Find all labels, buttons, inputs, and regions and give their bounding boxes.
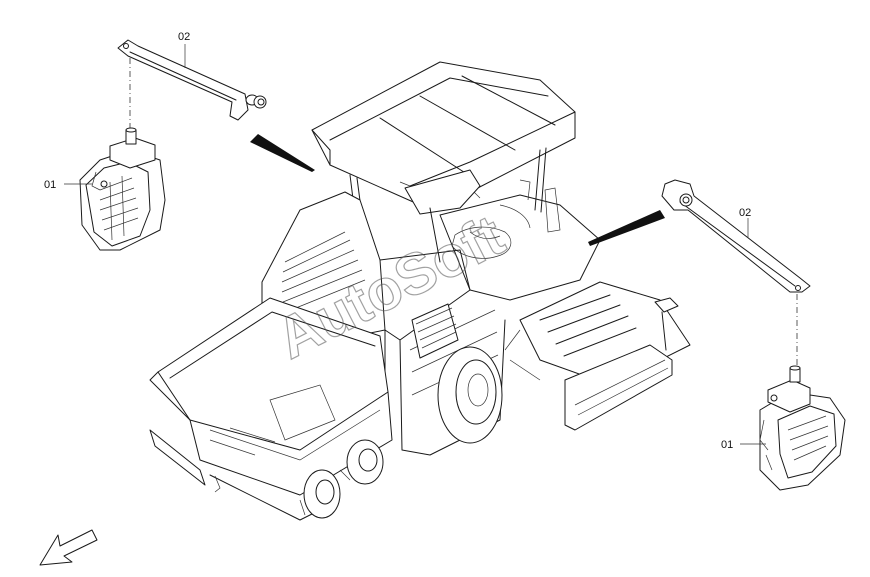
bracket-bolt [245, 94, 267, 109]
canopy-roof [311, 61, 576, 215]
bracket-top-left [117, 39, 267, 135]
label-bracket-top-left: 02 [178, 31, 190, 43]
drive-wheel [437, 346, 503, 444]
bracket-bolt-right [679, 193, 693, 207]
arrow-down-left-icon [39, 529, 98, 566]
label-lamp-left: 01 [44, 179, 56, 191]
pointer-arrow-right [588, 210, 665, 246]
bracket-right [661, 179, 811, 372]
work-lamp-right [759, 365, 846, 491]
undercarriage [149, 429, 384, 521]
label-lamp-right: 01 [721, 439, 733, 451]
work-lamp-left [79, 127, 166, 251]
screed [504, 281, 691, 431]
operator-area [439, 179, 601, 301]
label-bracket-right: 02 [739, 207, 751, 219]
paver-machine [149, 61, 691, 521]
hopper [149, 297, 393, 496]
pointer-arrow-left [250, 134, 315, 172]
